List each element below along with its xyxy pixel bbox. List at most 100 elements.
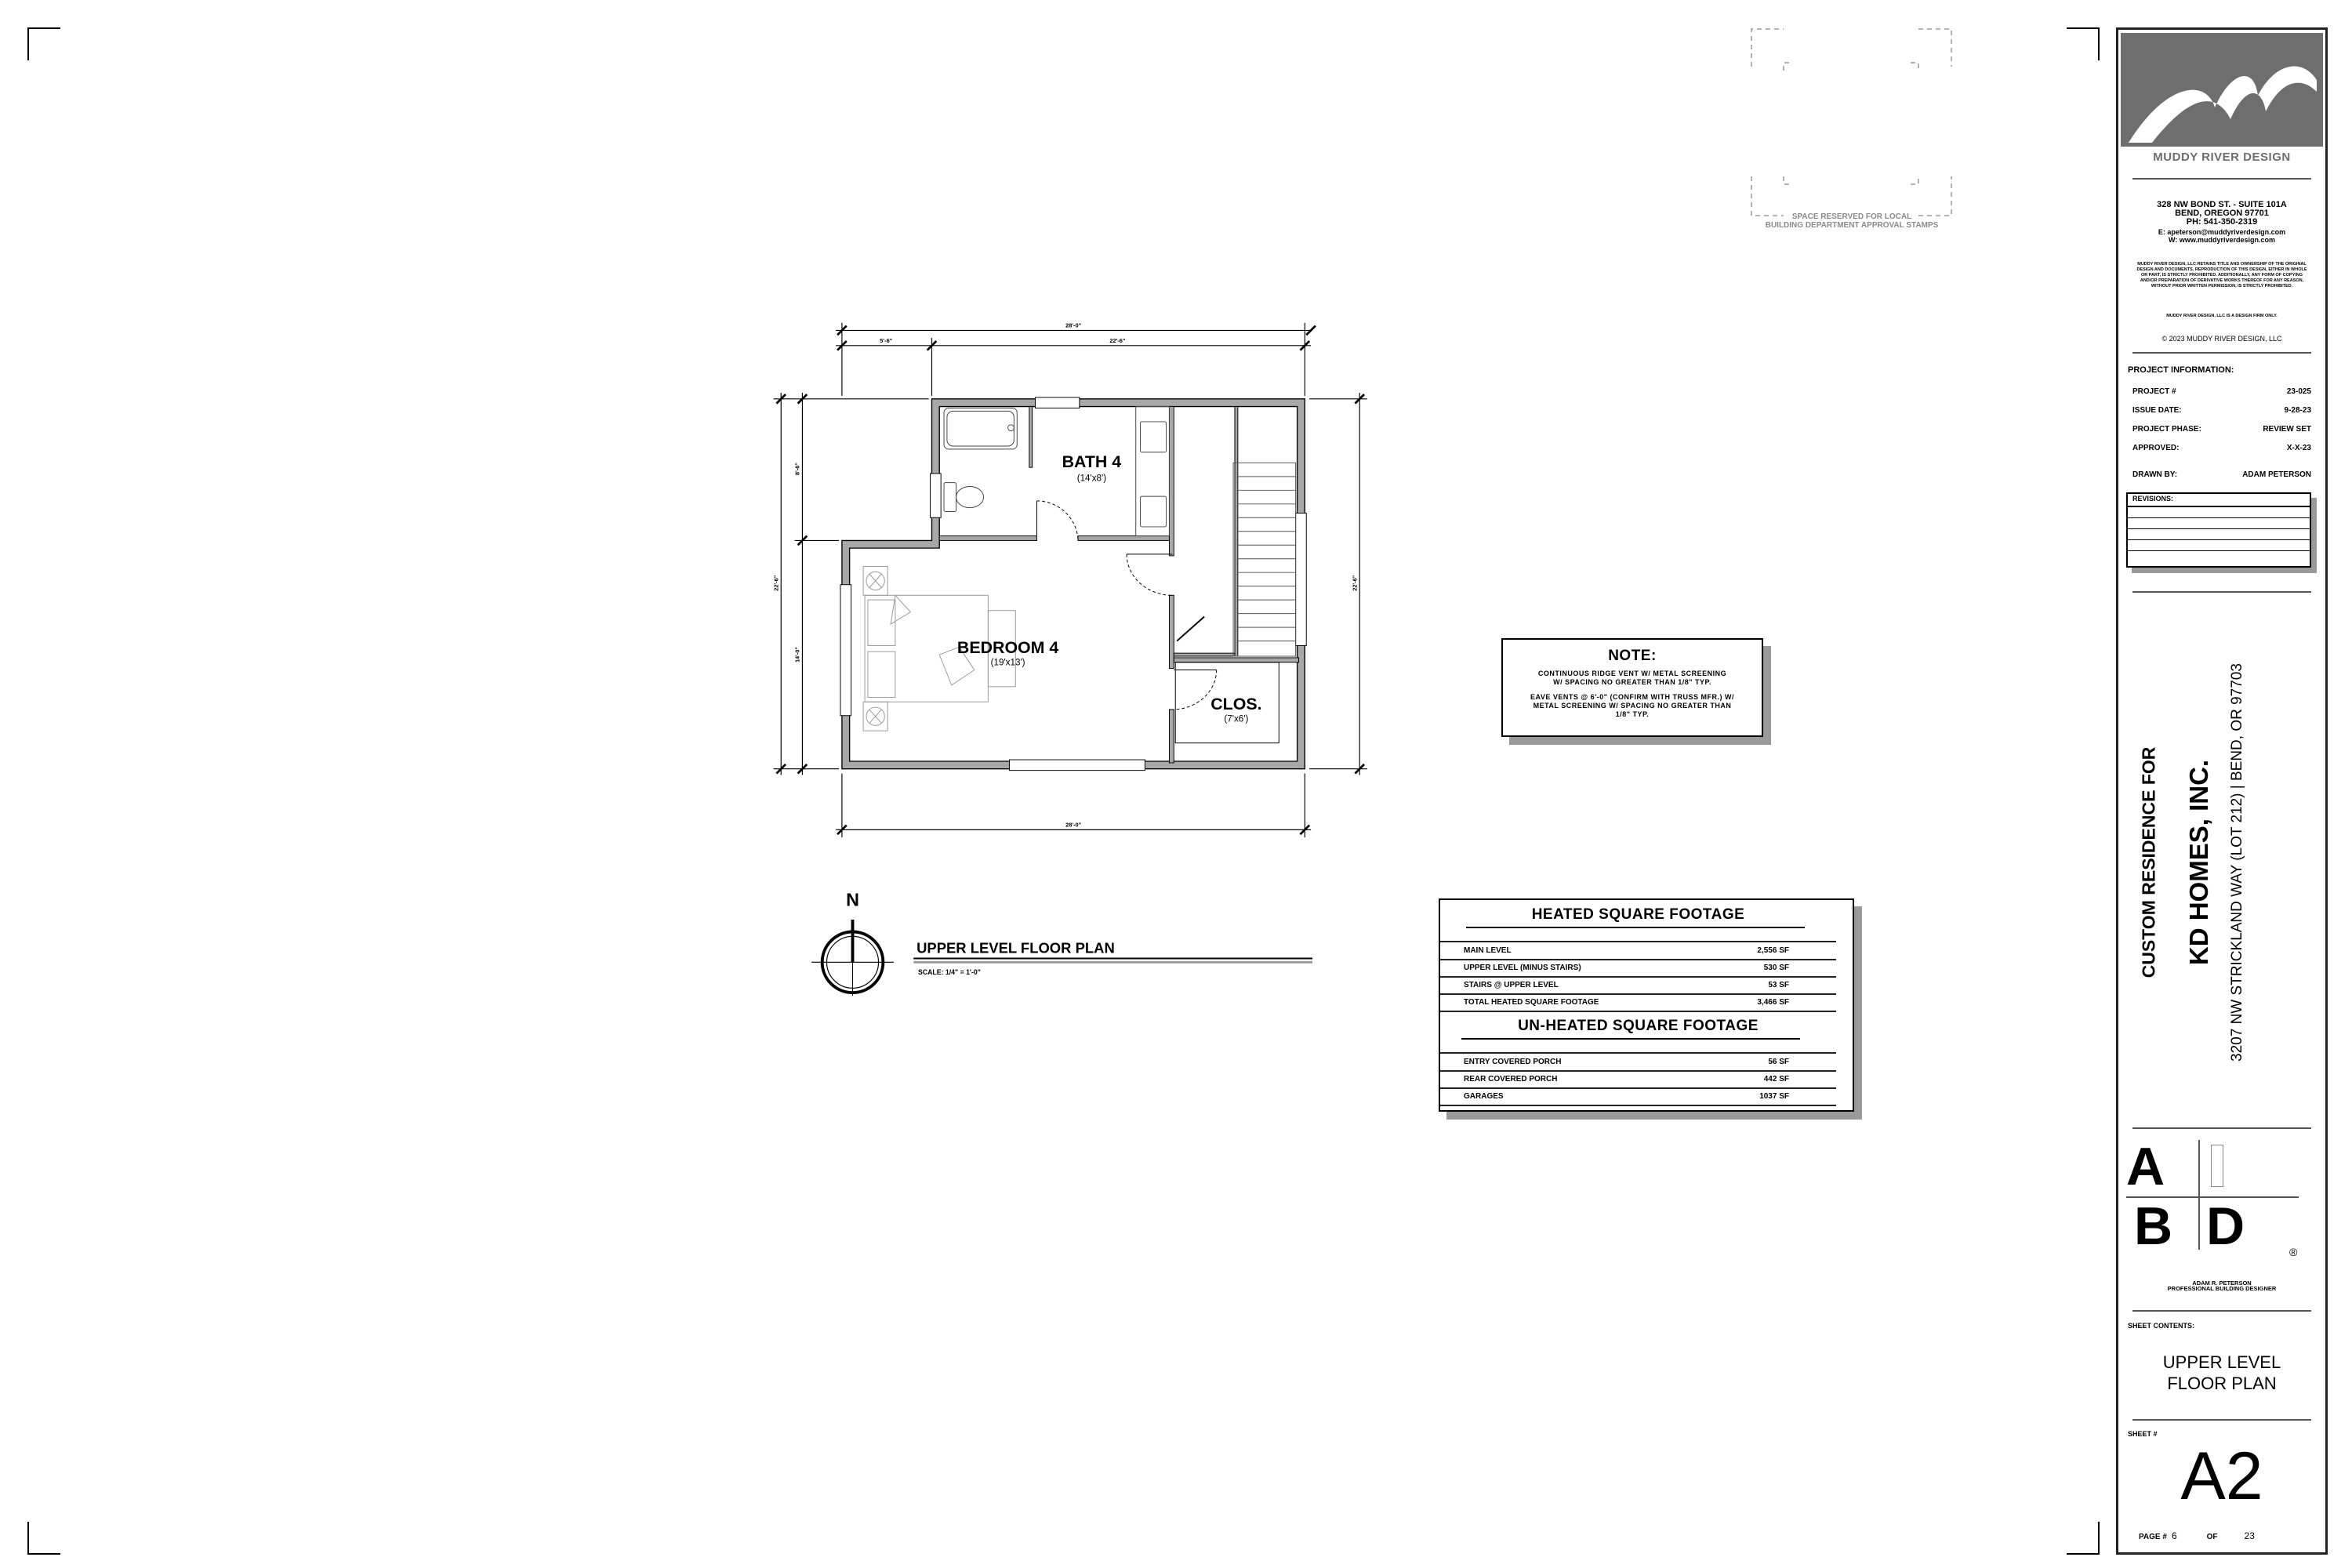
north-label: N xyxy=(846,889,859,909)
row-value: 56 SF xyxy=(1768,1058,1789,1066)
sheet-number-label: SHEET # xyxy=(2128,1430,2158,1438)
toilet-bowl-icon xyxy=(956,485,985,509)
aibd-logo: A B D ® xyxy=(2126,1137,2299,1258)
nightstand-icon xyxy=(862,701,888,731)
row-label: UPPER LEVEL (MINUS STAIRS) xyxy=(1464,964,1581,972)
plan-title: UPPER LEVEL FLOOR PLAN xyxy=(916,940,1115,956)
room-label-bath-4: BATH 4 xyxy=(1062,452,1122,471)
bathtub-icon xyxy=(943,407,1018,450)
unheated-title: UN-HEATED SQUARE FOOTAGE xyxy=(1518,1018,1759,1034)
note-ridge-vent: CONTINUOUS RIDGE VENT W/ METAL SCREENING… xyxy=(1537,670,1727,686)
page-number: 6 xyxy=(2171,1530,2177,1541)
toilet-tank-icon xyxy=(943,482,957,512)
unheated-row: REAR COVERED PORCH 442 SF xyxy=(1440,1071,1836,1089)
site-address: 3207 NW STRICKLAND WAY (LOT 212) | BEND,… xyxy=(2229,663,2245,1062)
sheet-contents-label: SHEET CONTENTS: xyxy=(2128,1322,2195,1330)
windows xyxy=(840,397,1307,771)
stamp-area-line2: BUILDING DEPARTMENT APPROVAL STAMPS xyxy=(1765,221,1939,230)
revisions-table: REVISIONS: xyxy=(2126,492,2311,568)
stamp-area-line1: SPACE RESERVED FOR LOCAL xyxy=(1791,212,1912,221)
heated-row: MAIN LEVEL 2,556 SF xyxy=(1440,942,1836,960)
room-label-bedroom-4: BEDROOM 4 xyxy=(957,638,1058,657)
value: X-X-23 xyxy=(2286,444,2311,452)
row-label: GARAGES xyxy=(1464,1092,1504,1101)
row-value: 1037 SF xyxy=(1759,1092,1789,1101)
staircase[interactable] xyxy=(1232,462,1297,657)
residence-for: CUSTOM RESIDENCE FOR xyxy=(2138,746,2159,978)
firm-website[interactable]: W: www.muddyriverdesign.com xyxy=(2168,236,2276,244)
row-label: REAR COVERED PORCH xyxy=(1464,1075,1558,1083)
dim-left-lower: 14'-0" xyxy=(794,647,801,662)
dim-top-overall: 28'-0" xyxy=(1065,322,1081,329)
row-value: 530 SF xyxy=(1763,964,1789,972)
row-value: 3,466 SF xyxy=(1757,998,1789,1007)
project-info-title: PROJECT INFORMATION: xyxy=(2128,365,2234,375)
label: PROJECT PHASE: xyxy=(2132,425,2201,434)
room-size-closet: (7'x6') xyxy=(1224,714,1248,724)
heated-total-row: TOTAL HEATED SQUARE FOOTAGE 3,466 SF xyxy=(1440,994,1836,1012)
design-firm-notice: MUDDY RIVER DESIGN, LLC IS A DESIGN FIRM… xyxy=(2166,314,2278,318)
project-number-row: PROJECT #23-025 xyxy=(2132,387,2311,396)
page-label: PAGE # xyxy=(2139,1533,2167,1541)
label: ISSUE DATE: xyxy=(2132,406,2182,415)
dim-left-overall: 22'-6" xyxy=(772,575,779,591)
sheet-number: A2 xyxy=(2180,1439,2263,1514)
plan-scale: SCALE: 1/4" = 1'-0" xyxy=(918,968,981,976)
legal-notice: MUDDY RIVER DESIGN, LLC RETAINS TITLE AN… xyxy=(2136,262,2307,289)
title-block: MUDDY RIVER DESIGN 328 NW BOND ST. - SUI… xyxy=(2116,27,2328,1555)
client-name: KD HOMES, INC. xyxy=(2184,759,2213,966)
bedroom-furniture xyxy=(862,565,1016,731)
copyright: © 2023 MUDDY RIVER DESIGN, LLC xyxy=(2161,335,2282,343)
doors[interactable] xyxy=(1036,500,1218,710)
interior-walls xyxy=(938,406,1300,764)
dim-top-right: 22'-6" xyxy=(1109,337,1125,344)
firm-address2: BEND, OREGON 97701 xyxy=(2175,209,2269,218)
row-label: TOTAL HEATED SQUARE FOOTAGE xyxy=(1464,998,1599,1007)
crop-mark-bottom-right xyxy=(2067,1522,2100,1555)
heated-row: UPPER LEVEL (MINUS STAIRS) 530 SF xyxy=(1440,960,1836,978)
square-footage-table: HEATED SQUARE FOOTAGE MAIN LEVEL 2,556 SF… xyxy=(1439,898,1854,1112)
stamp-area-dashed-corners xyxy=(1751,28,1952,216)
sheet-contents-line1: UPPER LEVEL xyxy=(2162,1352,2281,1372)
unheated-row: GARAGES 1037 SF xyxy=(1440,1088,1836,1106)
row-value: 53 SF xyxy=(1768,981,1789,989)
total-pages: 23 xyxy=(2244,1530,2255,1541)
note-box: NOTE: CONTINUOUS RIDGE VENT W/ METAL SCR… xyxy=(1501,638,1763,737)
closet-shelf xyxy=(1174,662,1279,744)
firm-email[interactable]: E: apeterson@muddyriverdesign.com xyxy=(2158,228,2286,236)
row-label: MAIN LEVEL xyxy=(1464,946,1512,955)
dim-right-overall: 22'-6" xyxy=(1351,575,1358,591)
muddy-river-logo xyxy=(2121,33,2323,147)
revisions-label: REVISIONS: xyxy=(2128,494,2310,507)
approved-row: APPROVED: X-X-23 xyxy=(2132,444,2311,452)
room-size-bath-4: (14'x8') xyxy=(1077,474,1107,484)
dimension-lines xyxy=(773,322,1367,838)
row-value: 2,556 SF xyxy=(1757,946,1789,955)
nightstand-icon xyxy=(862,565,888,596)
heated-title: HEATED SQUARE FOOTAGE xyxy=(1531,906,1745,923)
value: ADAM PETERSON xyxy=(2242,470,2311,479)
of-label: OF xyxy=(2206,1533,2218,1541)
firm-phone: PH: 541-350-2319 xyxy=(2186,217,2258,227)
north-arrow: N xyxy=(811,889,894,996)
note-title: NOTE: xyxy=(1608,648,1657,664)
issue-date-row: ISSUE DATE: 9-28-23 xyxy=(2132,406,2311,415)
note-eave-vents: EAVE VENTS @ 6'-0" (CONFIRM WITH TRUSS M… xyxy=(1530,693,1734,718)
sheet-contents-line2: FLOOR PLAN xyxy=(2167,1374,2277,1393)
unheated-row: ENTRY COVERED PORCH 56 SF xyxy=(1440,1054,1836,1072)
row-label: ENTRY COVERED PORCH xyxy=(1464,1058,1562,1066)
designer-name: ADAM R. PETERSON xyxy=(2192,1279,2252,1287)
room-size-bedroom-4: (19'x13') xyxy=(991,658,1025,668)
row-value: 442 SF xyxy=(1763,1075,1789,1083)
page-count: PAGE # 6 OF 23 xyxy=(2139,1530,2296,1541)
label: APPROVED: xyxy=(2132,444,2180,452)
value: 9-28-23 xyxy=(2284,406,2311,415)
label: DRAWN BY: xyxy=(2132,470,2178,479)
firm-address1: 328 NW BOND ST. - SUITE 101A xyxy=(2157,200,2287,209)
sink-icon xyxy=(1140,495,1167,528)
exterior-walls xyxy=(841,398,1305,770)
approval-stamp-area: SPACE RESERVED FOR LOCAL BUILDING DEPART… xyxy=(1751,27,1953,230)
bench-icon xyxy=(987,610,1016,688)
